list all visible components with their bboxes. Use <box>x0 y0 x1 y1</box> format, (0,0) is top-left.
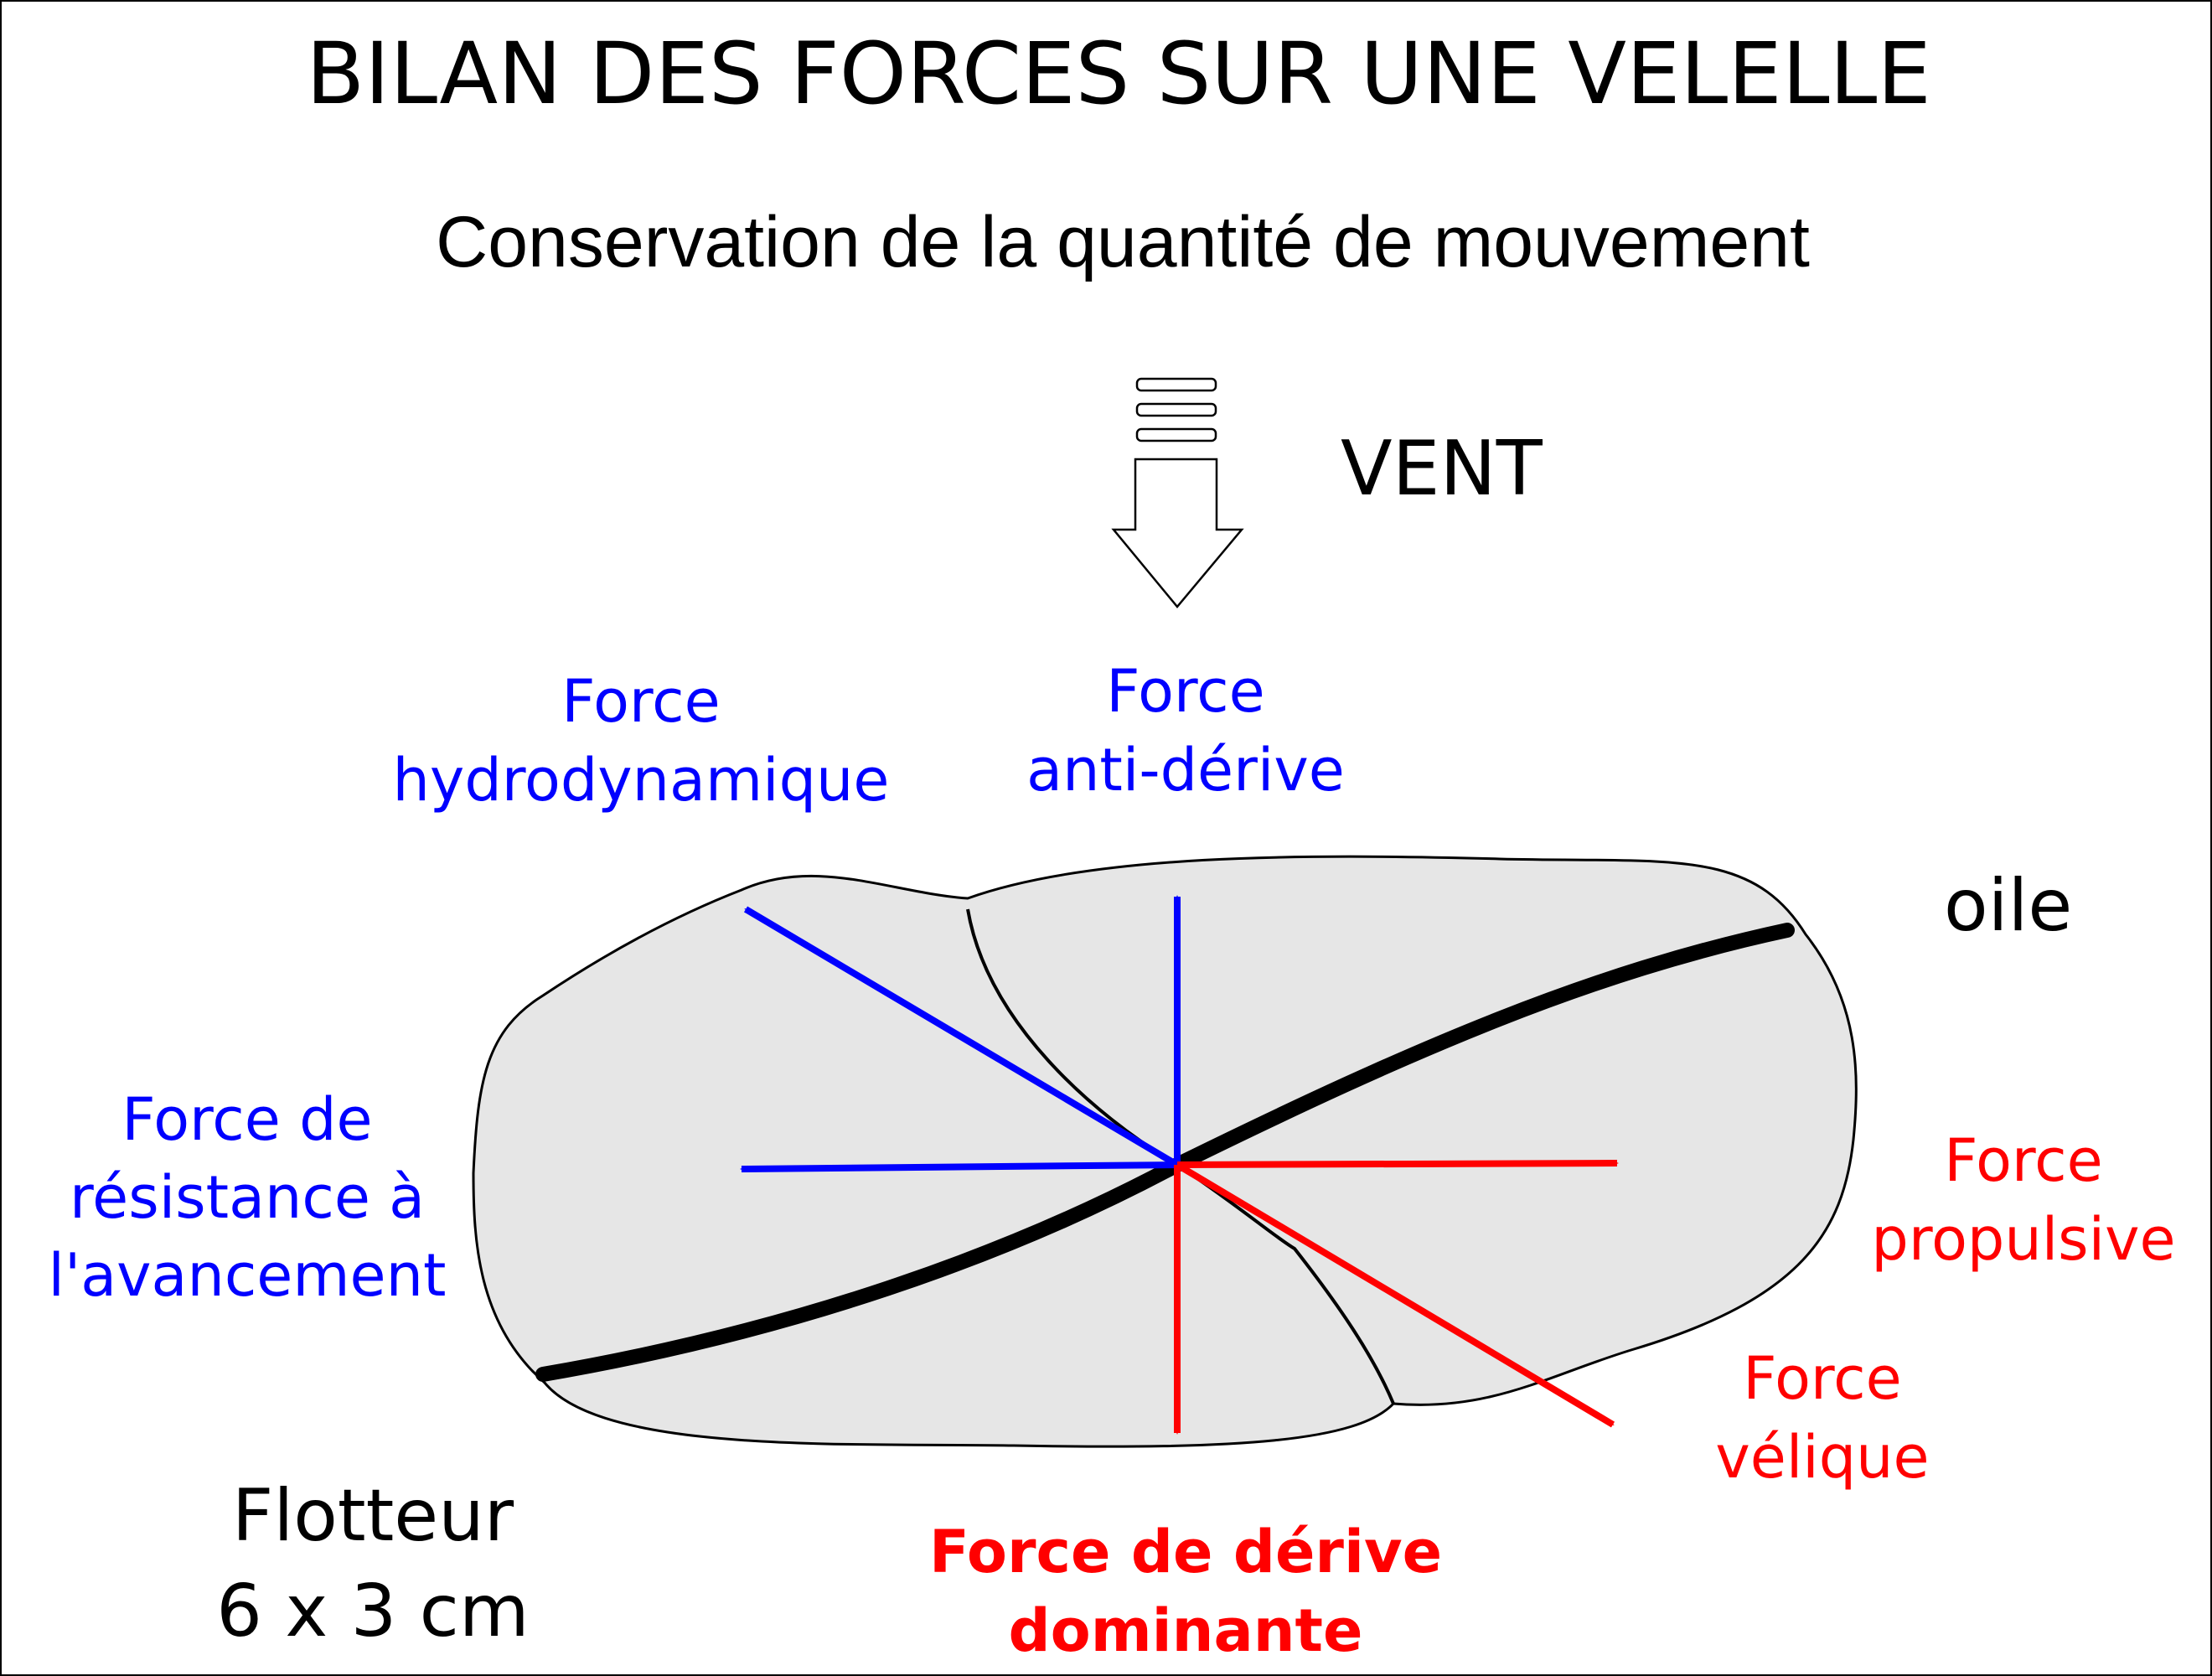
label-anti-drift-force: Force anti-dérive <box>1026 657 1345 804</box>
wind-arrow-icon <box>1111 377 1244 608</box>
arrow-velic <box>1175 1161 1615 1428</box>
label-resistance-force: Force de résistance à l'avancement <box>48 1085 447 1310</box>
page-title: BILAN DES FORCES SUR UNE VELELLE <box>306 24 1931 124</box>
label-drift-force: Force de dérive dominante <box>928 1518 1443 1665</box>
label-hydrodynamic-force: Force hydrodynamique <box>392 667 890 815</box>
float-label: Flotteur 6 x 3 cm <box>216 1474 530 1653</box>
float-fold-lower <box>1176 1163 1395 1404</box>
arrow-resistance <box>740 1161 1178 1172</box>
float-body <box>472 855 1858 1448</box>
label-velic-force: Force vélique <box>1715 1344 1930 1492</box>
arrow-hydrodynamic <box>743 906 1180 1168</box>
arrow-propulsive <box>1176 1160 1619 1168</box>
label-propulsive-force: Force propulsive <box>1871 1126 2176 1274</box>
page-subtitle: Conservation de la quantité de mouvement <box>436 202 1810 282</box>
sail-label: oile <box>1944 864 2073 948</box>
wind-label: VENT <box>1341 425 1543 513</box>
